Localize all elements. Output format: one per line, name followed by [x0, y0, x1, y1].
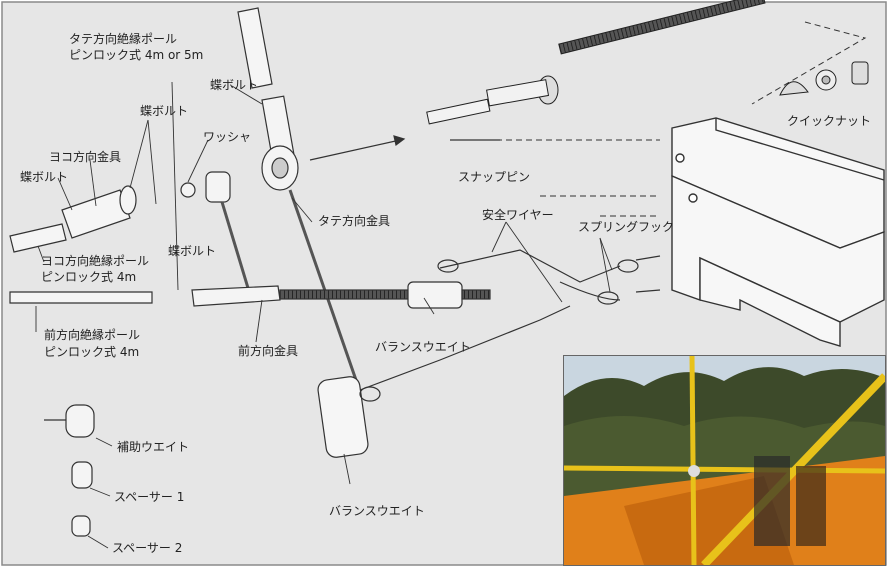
long-bolt — [426, 0, 766, 125]
guide-lines — [496, 21, 867, 217]
safety-wire — [359, 249, 639, 402]
mae-kanagu — [191, 171, 491, 309]
tate-kanagu — [261, 95, 358, 381]
label-chou-bolt-left: 蝶ボルト — [20, 170, 69, 184]
label-balance-weight-1: バランスウエイト — [375, 340, 471, 354]
label-hojo-weight: 補助ウエイト — [117, 440, 190, 454]
label-tate-pole-2: ピンロック式 4m or 5m — [69, 48, 204, 62]
label-mae-kanagu: 前方向金具 — [238, 344, 299, 358]
label-balance-weight-2: バランスウエイト — [329, 504, 425, 518]
label-chou-bolt-mid: 蝶ボルト — [140, 104, 189, 118]
small-parts — [44, 404, 95, 537]
label-tate-kanagu: タテ方向金具 — [318, 214, 391, 228]
label-yoko-pole-2: ピンロック式 4m — [41, 270, 137, 284]
site-photo-image — [564, 356, 885, 565]
washer-part — [180, 182, 196, 198]
label-chou-bolt-top: 蝶ボルト — [210, 78, 259, 92]
balance-weight-lower — [317, 376, 369, 458]
label-tate-pole-1: タテ方向絶縁ポール — [69, 32, 178, 46]
mae-pole — [9, 291, 153, 304]
label-snap-pin: スナップピン — [458, 170, 531, 184]
label-mae-pole-1: 前方向絶縁ポール — [44, 328, 141, 342]
label-yoko-pole-1: ヨコ方向絶縁ポール — [41, 254, 150, 268]
label-mae-pole-2: ピンロック式 4m — [44, 345, 140, 359]
quick-nut-parts — [779, 61, 869, 96]
label-safety-wire: 安全ワイヤー — [482, 208, 554, 222]
tate-pole-top — [237, 7, 273, 89]
site-photo — [563, 355, 886, 566]
label-yoko-kanagu: ヨコ方向金具 — [49, 150, 122, 164]
yoko-pole — [9, 185, 137, 253]
label-washer: ワッシャ — [203, 130, 252, 144]
label-quick-nut: クイックナット — [787, 114, 872, 128]
label-spacer-2: スペーサー 2 — [112, 541, 183, 555]
leader-lines — [35, 81, 613, 549]
assembly-arrows — [309, 135, 661, 293]
label-spacer-1: スペーサー 1 — [114, 490, 185, 504]
rail-frame — [671, 117, 885, 347]
label-spring-hook: スプリングフック — [578, 220, 675, 234]
label-chou-bolt-front: 蝶ボルト — [168, 244, 217, 258]
